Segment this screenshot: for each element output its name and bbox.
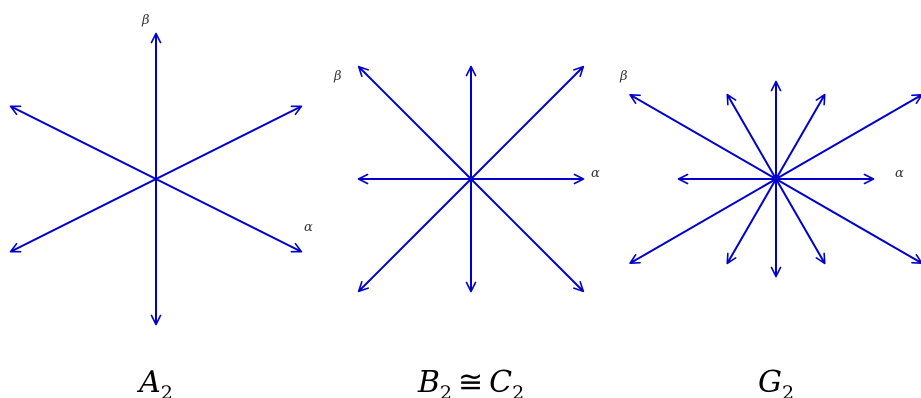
- b2-root-vector-6: [357, 65, 472, 180]
- a2-caption: A2: [136, 365, 173, 398]
- alpha-label: α: [591, 166, 600, 181]
- g2-root-vector-9: [775, 93, 921, 180]
- b2-arrows: [357, 65, 585, 293]
- g2-caption: G2: [758, 365, 794, 398]
- g2-root-vector-5: [775, 93, 826, 180]
- a2-root-vector-4: [9, 105, 157, 180]
- g2-root-vector-8: [726, 178, 777, 265]
- beta-label: β: [333, 69, 342, 84]
- g2-root-vector-7: [775, 178, 826, 265]
- a2-root-vector-5: [155, 178, 303, 253]
- root-system-a2: β α A2: [9, 13, 313, 398]
- alpha-label: α: [895, 166, 904, 181]
- root-system-b2: β α B2≅C2: [333, 65, 600, 398]
- g2-root-vector-10: [629, 93, 777, 180]
- g2-root-vector-11: [775, 178, 921, 265]
- alpha-label: α: [304, 220, 313, 235]
- a2-root-vector-6: [9, 178, 157, 253]
- b2-root-vector-5: [470, 65, 585, 180]
- b2-root-vector-8: [357, 178, 472, 293]
- b2-root-vector-7: [470, 178, 585, 293]
- root-system-g2: β α G2: [619, 69, 921, 398]
- a2-root-vector-3: [155, 105, 303, 180]
- b2-caption: B2≅C2: [417, 365, 524, 398]
- beta-label: β: [619, 69, 628, 84]
- beta-label: β: [141, 13, 150, 28]
- g2-root-vector-12: [629, 178, 777, 265]
- g2-arrows: [629, 80, 921, 278]
- a2-arrows: [9, 32, 303, 326]
- g2-root-vector-6: [726, 93, 777, 180]
